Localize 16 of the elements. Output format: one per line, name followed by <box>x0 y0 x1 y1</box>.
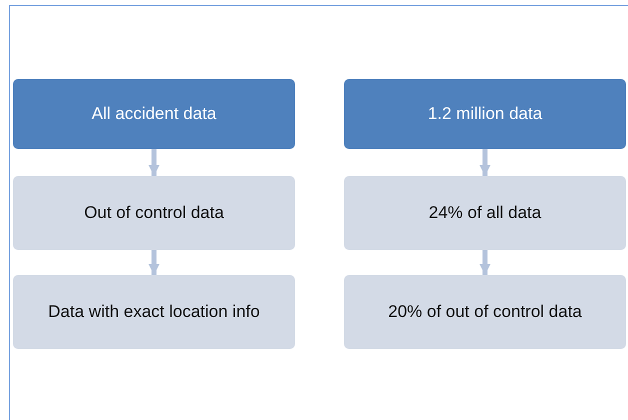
box-label: Data with exact location info <box>48 301 260 324</box>
process-box <box>13 176 295 250</box>
arrow <box>148 149 160 176</box>
process-box <box>344 176 626 250</box>
process-box <box>13 79 295 149</box>
process-box <box>344 275 626 349</box>
process-box <box>344 79 626 149</box>
box-label: 1.2 million data <box>428 103 542 126</box>
arrow <box>480 250 490 275</box>
box-label: All accident data <box>92 103 216 126</box>
process-box <box>13 275 295 349</box>
arrow <box>480 149 490 176</box>
box-label: 20% of out of control data <box>388 301 582 324</box>
arrow <box>148 250 160 275</box>
box-label: Out of control data <box>84 202 224 224</box>
box-label: 24% of all data <box>428 202 542 224</box>
